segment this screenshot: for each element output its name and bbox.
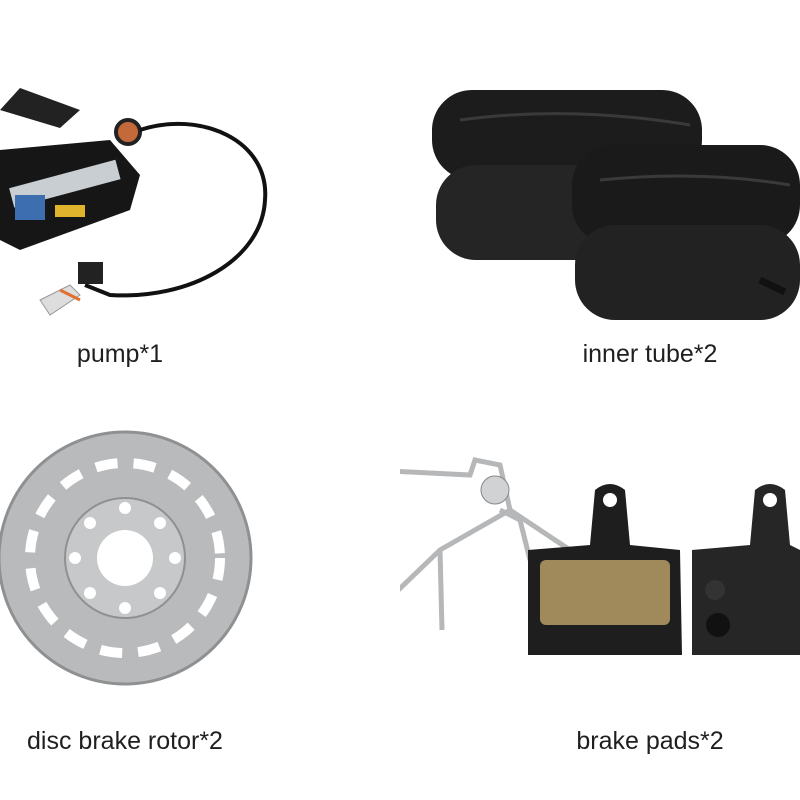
disc-brake-rotor-icon: [0, 430, 253, 686]
item-brake-pads: brake pads*2: [400, 400, 800, 800]
brake-pads-icon: [400, 457, 800, 655]
item-label: pump*1: [76, 340, 164, 368]
inner-tube-icon: [432, 90, 800, 320]
floor-pump-icon: [0, 88, 268, 316]
item-label: disc brake rotor*2: [27, 727, 223, 755]
item-label: brake pads*2: [576, 727, 724, 755]
item-pump: pump*1: [0, 0, 400, 400]
item-label: inner tube*2: [582, 340, 718, 368]
item-inner-tube: inner tube*2: [400, 0, 800, 400]
item-disc-brake-rotor: disc brake rotor*2: [0, 400, 400, 800]
